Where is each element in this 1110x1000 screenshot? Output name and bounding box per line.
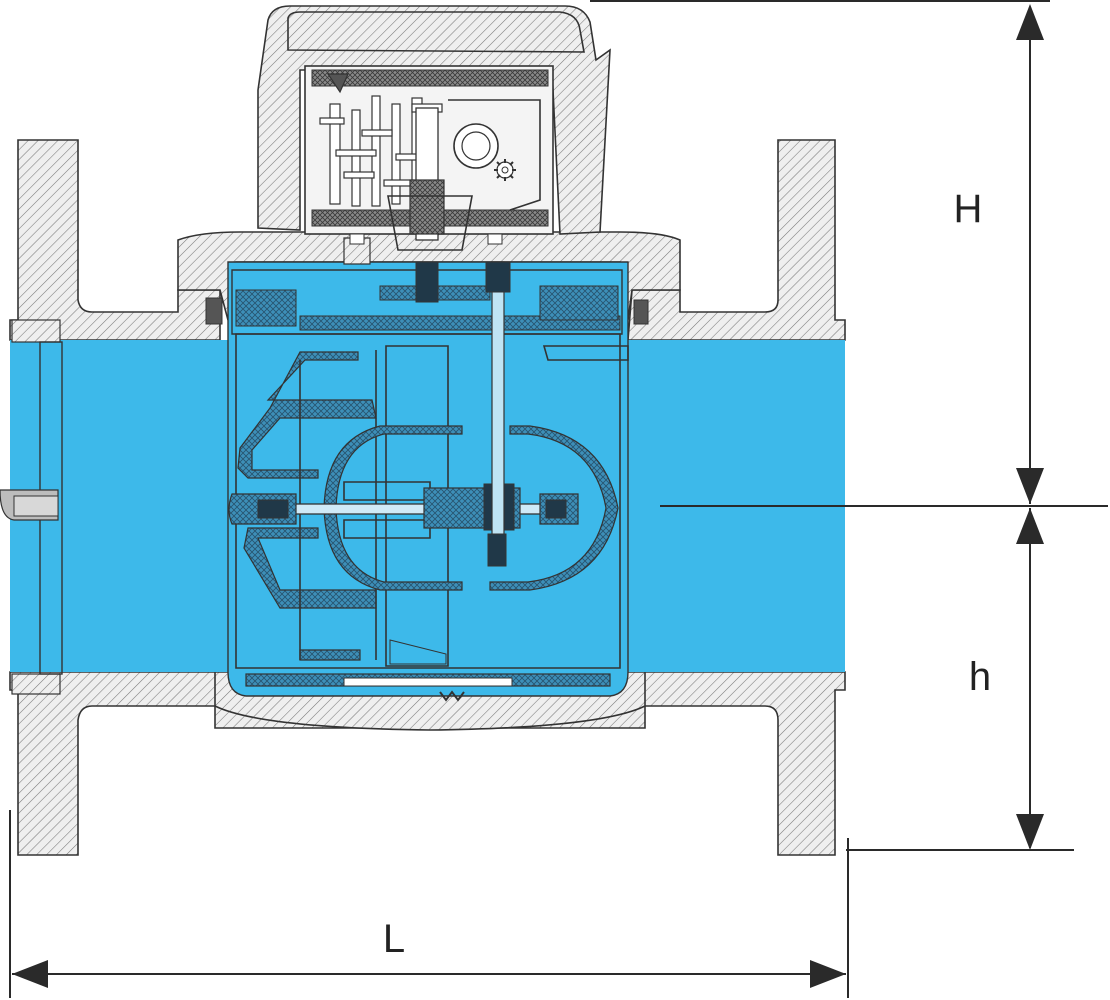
dimension-arrow (1016, 4, 1044, 40)
register-cover (257, 5, 611, 235)
dimension-label-H: H (954, 187, 983, 231)
meter-housing (9, 139, 846, 856)
dimension-arrow (1016, 814, 1044, 850)
guide-vanes (237, 351, 377, 479)
dimension-arrow (1016, 468, 1044, 504)
drive-rod (491, 261, 505, 563)
dimension-lines (9, 0, 1108, 998)
right-flange (627, 139, 846, 341)
dimension-label-L: L (383, 917, 405, 961)
dimension-arrow (12, 960, 48, 988)
dimension-label-h: h (969, 655, 991, 699)
dial-wheel (453, 123, 499, 169)
inlet-strainer (0, 319, 63, 695)
dimension-arrow (1016, 508, 1044, 544)
dimension-arrow (810, 960, 846, 988)
measuring-insert (228, 261, 629, 702)
register-head (205, 5, 649, 325)
turbine-rotor (323, 425, 463, 591)
gear-icon (494, 159, 516, 181)
